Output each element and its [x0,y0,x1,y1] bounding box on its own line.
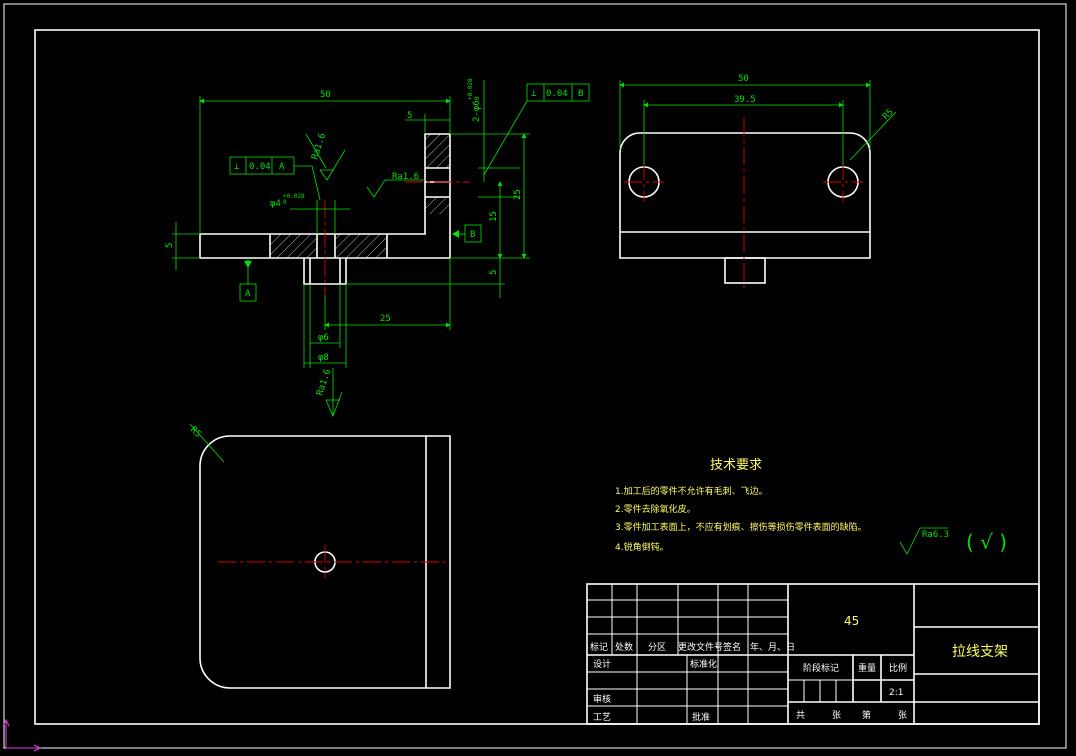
svg-text:Ra1.6: Ra1.6 [392,172,419,182]
dim-slot-width: 5 [407,111,412,121]
datum-b: B [452,224,482,243]
datum-a: A [239,258,257,302]
tb-sheet-unit2: 张 [898,710,907,721]
svg-text:⊥: ⊥ [234,162,240,172]
svg-text:Ra1.6: Ra1.6 [315,368,333,397]
roughness-1: Ra1.6 [305,132,346,181]
roughness-3: Ra1.6 [315,368,343,418]
dim-right-mid: 15 [489,211,499,222]
roughness-2: Ra1.6 [366,172,425,198]
tb-sheet-unit1: 张 [832,710,841,721]
tech-title: 技术要求 [710,458,762,473]
title-block: 标记 处数 分区 更改文件号 签名 年、月、日 设计 标准化 审核 工艺 批准 … [586,583,1040,725]
tb-date: 年、月、日 [750,641,795,653]
tb-material: 45 [844,614,859,628]
tech-requirements: 技术要求 1.加工后的零件不允许有毛刺、飞边。 2.零件去除氧化皮。 3.零件加… [615,458,867,553]
tb-sheet-of: 第 [862,709,871,721]
dim-top-inner: 39.5 [734,95,756,105]
svg-text:Ra6.3: Ra6.3 [922,530,949,540]
tb-mark: 标记 [590,641,608,653]
dim-bottom-25: 25 [380,314,391,324]
dim-plan-radius: R5 [188,425,203,440]
tb-weight: 重量 [858,662,876,674]
dim-front-width: 50 [320,90,331,100]
plan-view: R5 [188,423,451,689]
tb-scale: 比例 [889,662,907,674]
ucs-icon [2,718,42,752]
tb-review: 审核 [593,693,611,705]
svg-text:0.04: 0.04 [249,162,271,172]
tb-process: 工艺 [593,712,611,723]
dim-d4: φ4 [270,199,281,209]
dim-top-width: 50 [738,74,749,84]
gdt-perp-a: ⊥ 0.04 A [229,156,321,201]
tech-item-2: 2.零件去除氧化皮。 [615,503,696,515]
gdt-perp-b: ⊥ 0.04 B [483,83,590,176]
dim-hole-count: 2-φ6 [472,100,482,122]
tb-design: 设计 [593,658,611,670]
dim-hole-tol-b: 0 [474,96,481,100]
dim-d8: φ8 [318,353,329,363]
tb-approve: 批准 [692,711,710,723]
inner-frame [34,29,1040,725]
front-section-view: 50 5 2-φ6 +0.028 0 5 25 15 5 25 [165,78,590,418]
dim-hole-tol-a: +0.028 [467,78,474,100]
dim-top-radius: R5 [881,107,896,122]
tech-item-4: 4.锐角倒钝。 [615,541,669,553]
svg-text:B: B [470,230,475,240]
tb-sign: 签名 [723,641,741,653]
tb-docno: 更改文件号 [678,641,723,653]
tb-scale-val: 2:1 [889,688,903,698]
general-roughness: Ra6.3 ( √ ) [899,527,1007,555]
dim-d4-tol-a: +0.028 [283,193,305,200]
tech-item-3: 3.零件加工表面上，不应有划痕、擦伤等损伤零件表面的缺陷。 [615,521,867,533]
dim-d4-tol-b: 0 [283,199,287,206]
svg-text:A: A [279,162,285,172]
svg-text:Ra1.6: Ra1.6 [310,132,328,161]
tb-part-name: 拉线支架 [952,644,1008,660]
dim-right-low: 5 [489,270,499,275]
tb-count: 处数 [615,641,633,653]
tech-item-1: 1.加工后的零件不允许有毛刺、飞边。 [615,485,768,497]
dim-left-height: 5 [165,243,175,248]
svg-text:A: A [245,289,251,299]
dim-right-total: 25 [513,189,523,200]
tb-zone: 分区 [648,642,666,653]
tb-standard: 标准化 [690,658,717,670]
svg-text:B: B [578,89,583,99]
top-view: 50 39.5 R5 [619,74,897,290]
outer-frame [3,3,1067,749]
svg-text:⊥: ⊥ [531,89,537,99]
general-roughness-symbol: ( √ ) [966,530,1007,554]
dim-d6: φ6 [318,333,329,343]
svg-text:0.04: 0.04 [546,89,568,99]
tb-stage: 阶段标记 [803,662,839,674]
tb-sheets: 共 [796,710,805,721]
